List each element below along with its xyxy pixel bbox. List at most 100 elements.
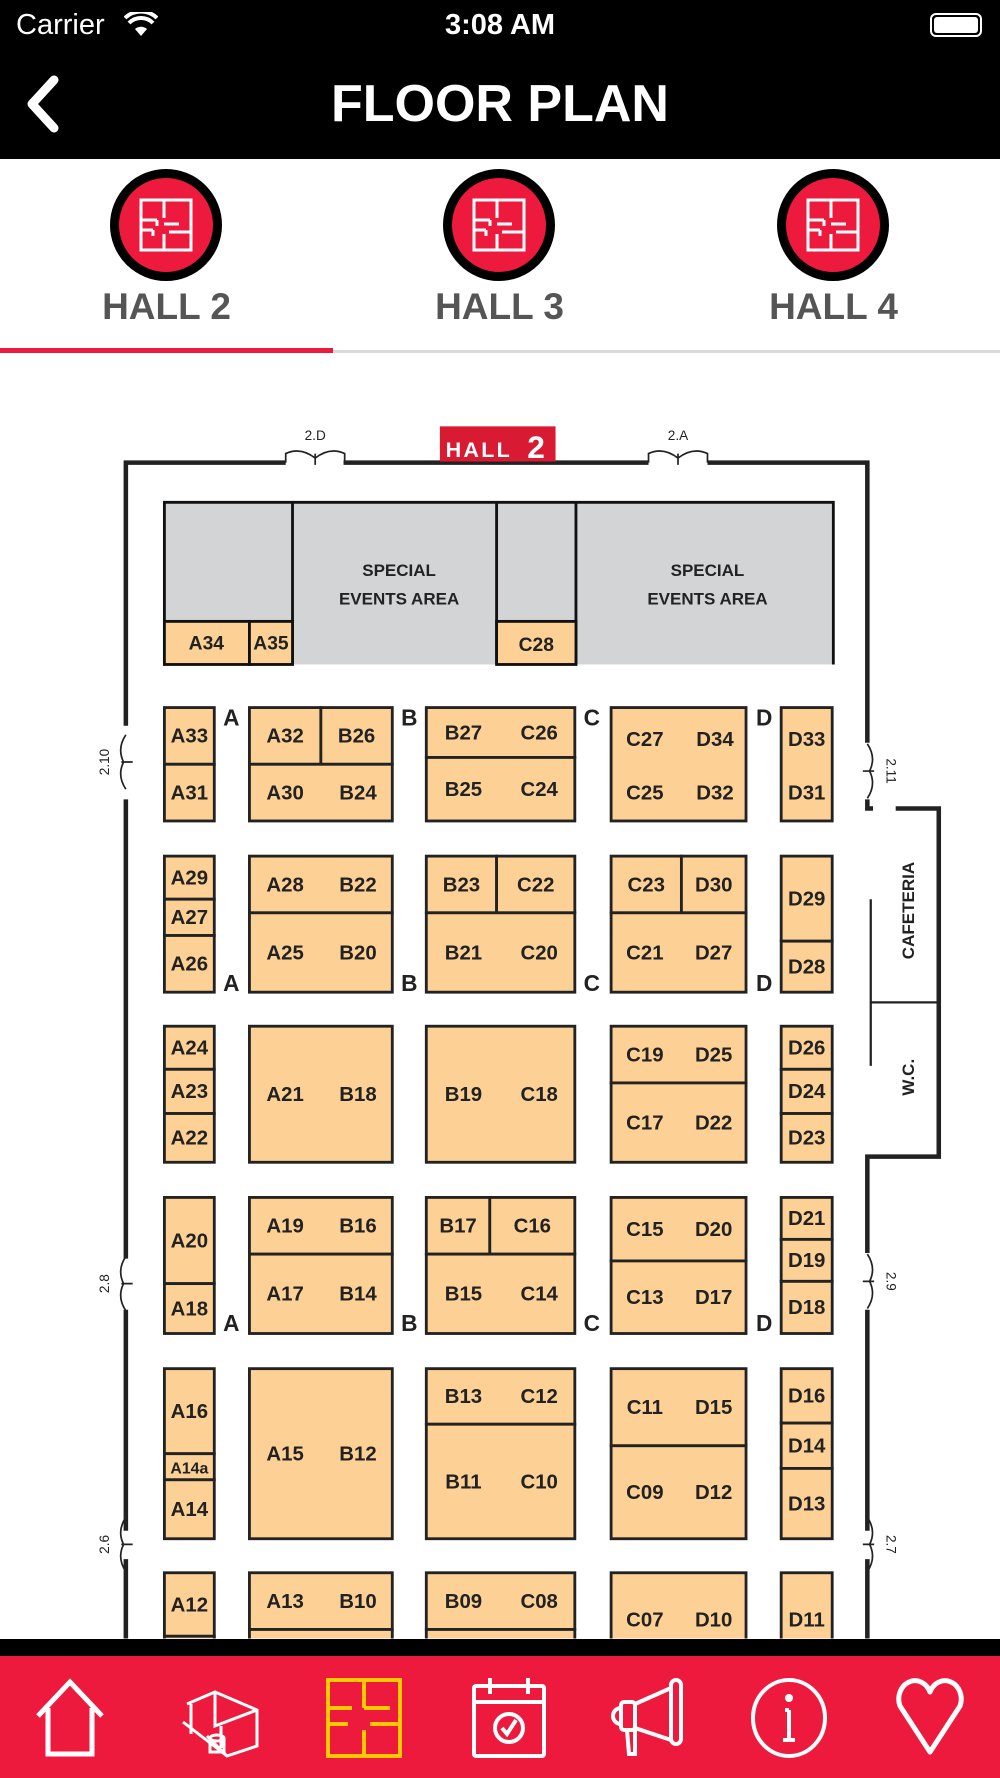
booth[interactable]: D19 (779, 1237, 834, 1283)
booth-label[interactable]: C13 (626, 1287, 663, 1309)
booth[interactable]: A18 (162, 1282, 216, 1335)
booth-shape[interactable] (424, 1196, 492, 1256)
booth-shape[interactable] (609, 1259, 748, 1335)
booth-shape[interactable] (609, 706, 748, 823)
booth-label[interactable]: C27 (626, 729, 663, 751)
booth-shape[interactable] (779, 1467, 834, 1541)
booth-label[interactable]: C18 (520, 1084, 557, 1106)
booth-shape[interactable] (424, 1628, 577, 1666)
booth-label[interactable]: A26 (171, 954, 208, 976)
booth-shape[interactable] (779, 1367, 834, 1425)
booth-shape[interactable] (609, 1444, 748, 1541)
booth-label[interactable]: A21 (266, 1084, 303, 1106)
booth[interactable]: A14 (162, 1478, 216, 1541)
booth-shape[interactable] (162, 1282, 216, 1335)
booth-label[interactable]: D26 (788, 1038, 825, 1060)
booth-shape[interactable] (248, 762, 394, 823)
booth-label[interactable]: A24 (171, 1038, 209, 1060)
booth-label[interactable]: D18 (788, 1297, 825, 1319)
booth[interactable]: D21 (779, 1196, 834, 1241)
booth-shape[interactable] (162, 934, 216, 994)
booth-shape[interactable] (162, 1634, 216, 1667)
booth-label[interactable]: D17 (695, 1287, 732, 1309)
booth[interactable]: C13 D17 (609, 1259, 748, 1335)
booth-label[interactable]: B27 (445, 722, 482, 744)
booth-label[interactable]: C28 (519, 635, 555, 656)
tab-hall-2[interactable]: HALL 2 (0, 159, 333, 353)
booth-label[interactable]: B09 (445, 1591, 482, 1613)
booth[interactable]: B26 (319, 706, 394, 766)
booth-label[interactable]: B13 (445, 1386, 482, 1408)
booth-label[interactable]: C15 (626, 1219, 663, 1241)
booth-label[interactable]: A14a (170, 1461, 208, 1478)
booth[interactable]: B23 (424, 854, 499, 915)
booth-shape[interactable] (162, 1452, 216, 1482)
booth-shape[interactable] (609, 1196, 748, 1263)
booth-shape[interactable] (424, 1024, 577, 1164)
booth-label[interactable]: D29 (788, 888, 825, 910)
booth[interactable]: C23 (609, 854, 683, 915)
booth-label[interactable]: A12 (171, 1594, 208, 1616)
booth-shape[interactable] (779, 1279, 834, 1335)
booth[interactable]: A24 (162, 1024, 216, 1071)
booth[interactable]: A21 B18 (248, 1024, 394, 1164)
booth-label[interactable]: D32 (696, 782, 733, 804)
booth-label[interactable]: A15 (266, 1443, 303, 1465)
booth-label[interactable]: B24 (339, 782, 377, 804)
booth[interactable]: A14a (162, 1452, 216, 1482)
booth-label[interactable]: C07 (626, 1610, 663, 1632)
booth-label[interactable]: B18 (339, 1084, 376, 1106)
booth[interactable]: A31 (162, 762, 216, 823)
booth[interactable]: B25 C24 (424, 756, 577, 823)
booth-shape[interactable] (779, 854, 834, 943)
booth[interactable]: C22 (495, 854, 577, 915)
booth-label[interactable]: D23 (788, 1128, 825, 1150)
booth-label[interactable]: D30 (695, 874, 732, 896)
booth[interactable]: A32 (248, 706, 323, 766)
booth-label[interactable]: C23 (628, 874, 665, 896)
booth-shape[interactable] (248, 1252, 394, 1335)
booth-label[interactable]: D28 (788, 956, 825, 978)
booth-shape[interactable] (248, 1196, 394, 1256)
booth-shape[interactable] (609, 911, 748, 994)
booth[interactable]: A26 (162, 934, 216, 994)
booth-label[interactable]: B22 (339, 874, 376, 896)
booth-shape[interactable] (488, 1196, 577, 1256)
booth[interactable] (162, 1634, 216, 1667)
booth-shape[interactable] (319, 706, 394, 766)
booth-label[interactable]: C21 (626, 942, 663, 964)
booth-label[interactable]: A17 (266, 1284, 303, 1306)
booth-shape[interactable] (248, 1367, 394, 1541)
tab-hall-4[interactable]: HALL 4 (667, 159, 1000, 353)
booth-label[interactable]: D33 (788, 729, 825, 751)
booth-label[interactable]: B21 (445, 942, 482, 964)
booth-label[interactable]: C24 (520, 779, 558, 801)
booth-label[interactable]: D20 (695, 1219, 732, 1241)
booth-label[interactable]: D25 (695, 1044, 732, 1066)
booth[interactable]: D29 (779, 854, 834, 943)
booth[interactable]: A16 (162, 1367, 216, 1456)
booth[interactable]: D26 (779, 1024, 834, 1071)
nav-announcements[interactable] (605, 1676, 689, 1760)
booth[interactable]: A20 (162, 1196, 216, 1286)
booth-label[interactable]: B25 (445, 779, 482, 801)
booth-label[interactable]: A25 (266, 942, 303, 964)
booth[interactable] (248, 1628, 394, 1666)
booth-shape[interactable] (609, 854, 683, 915)
booth-label[interactable]: A29 (171, 867, 208, 889)
booth-shape[interactable] (162, 1112, 216, 1164)
booth-label[interactable]: B15 (445, 1284, 482, 1306)
booth-shape[interactable] (779, 1421, 834, 1470)
